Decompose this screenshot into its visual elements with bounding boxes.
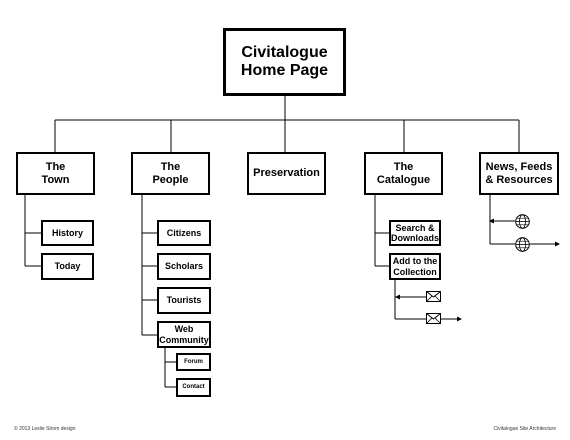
page-add-to-collection: Add to the Collection (389, 253, 441, 280)
footer-credit: © 2013 Leslie Strom design (14, 426, 76, 432)
page-search-downloads: Search & Downloads (389, 220, 441, 246)
page-forum: Forum (176, 353, 211, 371)
footer-title: Civitalogue Site Architecture (493, 426, 556, 432)
page-scholars: Scholars (157, 253, 211, 280)
page-tourists: Tourists (157, 287, 211, 314)
section-the-people: The People (131, 152, 210, 195)
page-today: Today (41, 253, 94, 280)
section-the-catalogue: The Catalogue (364, 152, 443, 195)
page-citizens: Citizens (157, 220, 211, 246)
page-contact: Contact (176, 378, 211, 397)
home-page-box: Civitalogue Home Page (223, 28, 346, 96)
globe-icon (515, 214, 530, 229)
envelope-icon (426, 291, 441, 302)
section-news-feeds-resources: News, Feeds & Resources (479, 152, 559, 195)
page-web-community: Web Community (157, 321, 211, 348)
page-history: History (41, 220, 94, 246)
envelope-icon (426, 313, 441, 324)
section-the-town: The Town (16, 152, 95, 195)
globe-icon (515, 237, 530, 252)
section-preservation: Preservation (247, 152, 326, 195)
